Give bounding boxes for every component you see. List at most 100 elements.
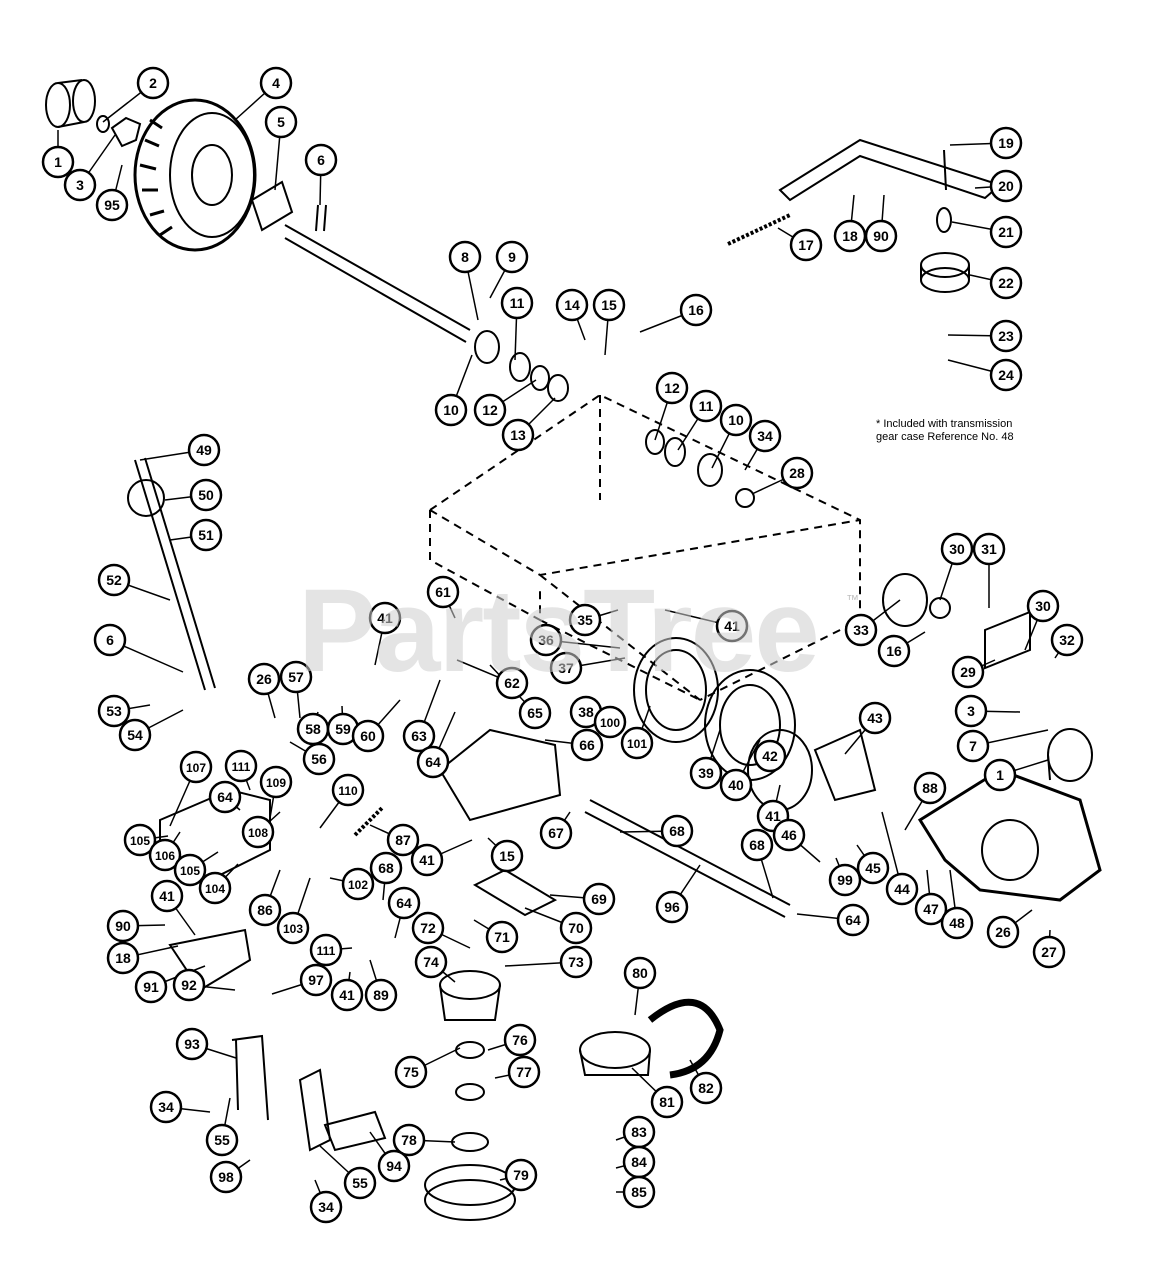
callout-number: 5 <box>277 114 285 130</box>
callout-24: 24 <box>989 358 1023 392</box>
callout-85: 85 <box>622 1175 656 1209</box>
callout-12: 12 <box>473 393 507 427</box>
callout-circle <box>123 823 157 857</box>
callout-number: 39 <box>698 765 714 781</box>
callout-17: 17 <box>789 228 823 262</box>
callout-7: 7 <box>956 729 990 763</box>
callout-64: 64 <box>387 886 421 920</box>
callout-number: 55 <box>214 1132 230 1148</box>
callout-36: 36 <box>529 623 563 657</box>
callout-number: 86 <box>257 902 273 918</box>
callout-88: 88 <box>913 771 947 805</box>
callout-circle <box>719 768 753 802</box>
washer-part <box>96 115 110 133</box>
callout-circle <box>559 945 593 979</box>
callout-number: 1 <box>996 767 1004 783</box>
callout-49: 49 <box>187 433 221 467</box>
callout-72: 72 <box>411 911 445 945</box>
callout-1: 1 <box>983 758 1017 792</box>
callout-number: 89 <box>373 987 389 1003</box>
callout-number: 88 <box>922 780 938 796</box>
callout-circle <box>951 655 985 689</box>
bushing-part <box>547 374 569 402</box>
bearing-part <box>735 488 755 508</box>
callout-circle <box>568 603 602 637</box>
callout-111: 111 <box>224 749 258 783</box>
callout-circle <box>983 758 1017 792</box>
callout-80: 80 <box>623 956 657 990</box>
lever-arm-part <box>778 138 1002 202</box>
callout-circle <box>748 419 782 453</box>
callout-number: 12 <box>664 380 680 396</box>
callout-90: 90 <box>106 909 140 943</box>
callout-number: 14 <box>564 297 580 313</box>
callout-number: 35 <box>577 612 593 628</box>
callout-circle <box>780 456 814 490</box>
callout-9: 9 <box>495 240 529 274</box>
callout-number: 67 <box>548 825 564 841</box>
callout-circle <box>97 563 131 597</box>
callout-52: 52 <box>97 563 131 597</box>
callout-circle <box>173 853 207 887</box>
callout-number: 6 <box>106 632 114 648</box>
callout-number: 97 <box>308 972 324 988</box>
callout-number: 41 <box>765 808 781 824</box>
callout-96: 96 <box>655 890 689 924</box>
callout-number: 36 <box>538 632 554 648</box>
callout-number: 57 <box>288 669 304 685</box>
callout-number: 92 <box>181 977 197 993</box>
callout-circle <box>106 909 140 943</box>
callout-number: 33 <box>853 622 869 638</box>
watermark-logo: PartsTree <box>298 565 820 697</box>
callout-97: 97 <box>299 963 333 997</box>
axle-shaft-part <box>284 224 471 343</box>
callout-61: 61 <box>426 575 460 609</box>
callout-34: 34 <box>309 1190 343 1224</box>
note-line: gear case Reference No. 48 <box>876 431 1014 443</box>
callout-circle <box>650 1085 684 1119</box>
callout-circle <box>386 823 420 857</box>
callout-1: 1 <box>41 145 75 179</box>
callout-circle <box>209 1160 243 1194</box>
callout-circle <box>740 828 774 862</box>
callout-94: 94 <box>377 1149 411 1183</box>
callout-number: 110 <box>338 784 358 798</box>
callout-22: 22 <box>989 266 1023 300</box>
callout-number: 41 <box>377 610 393 626</box>
callout-number: 50 <box>198 487 214 503</box>
callout-circle <box>495 240 529 274</box>
callout-number: 52 <box>106 572 122 588</box>
callout-number: 41 <box>419 852 435 868</box>
callout-74: 74 <box>414 945 448 979</box>
callout-number: 79 <box>513 1167 529 1183</box>
callout-number: 98 <box>218 1169 234 1185</box>
callout-circle <box>276 911 310 945</box>
callout-19: 19 <box>989 126 1023 160</box>
callout-circle <box>518 696 552 730</box>
callout-51: 51 <box>189 518 223 552</box>
callout-56: 56 <box>302 742 336 776</box>
callout-number: 44 <box>894 881 910 897</box>
callout-circle <box>660 814 694 848</box>
callout-circle <box>189 478 223 512</box>
callout-76: 76 <box>503 1023 537 1057</box>
callout-circle <box>134 970 168 1004</box>
callout-number: 99 <box>837 872 853 888</box>
callout-number: 45 <box>865 860 881 876</box>
callout-circle <box>302 742 336 776</box>
callout-number: 6 <box>317 152 325 168</box>
callout-11: 11 <box>689 389 723 423</box>
callout-number: 3 <box>76 177 84 193</box>
callout-30: 30 <box>1026 589 1060 623</box>
callout-circle <box>989 126 1023 160</box>
callout-79: 79 <box>504 1158 538 1192</box>
callout-circle <box>495 666 529 700</box>
callout-107: 107 <box>179 750 213 784</box>
callout-84: 84 <box>622 1145 656 1179</box>
callout-number: 93 <box>184 1036 200 1052</box>
callout-78: 78 <box>392 1123 426 1157</box>
callout-77: 77 <box>507 1055 541 1089</box>
callout-circle <box>753 739 787 773</box>
